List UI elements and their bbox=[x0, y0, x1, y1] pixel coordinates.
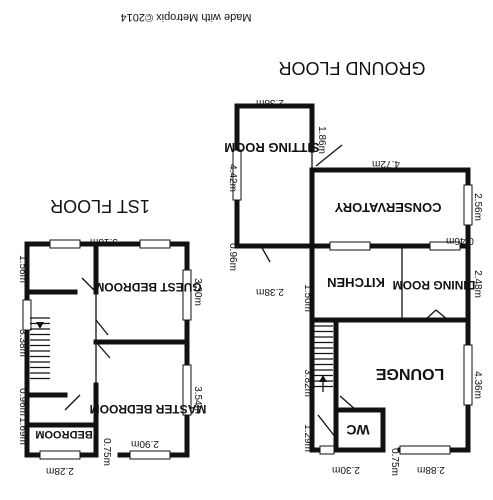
dim-wc-width: 2.30m bbox=[332, 464, 360, 475]
dim-step-right: 0.46m bbox=[446, 235, 474, 246]
wc-door bbox=[339, 395, 357, 411]
dim-conservatory-width: 4.72m bbox=[372, 158, 400, 169]
dim-lounge-width: 2.88m bbox=[417, 464, 445, 475]
master-bottom-window bbox=[129, 450, 171, 460]
dim-top-left: 1.56m bbox=[17, 255, 28, 283]
conservatory-label: CONSERVATORY bbox=[334, 200, 441, 215]
first-stairs bbox=[30, 317, 50, 380]
guest-window bbox=[182, 269, 192, 321]
lounge-label: LOUNGE bbox=[375, 365, 444, 382]
hall-door bbox=[317, 414, 337, 439]
dim-guest-depth: 3.30m bbox=[192, 278, 203, 306]
lounge-wall bbox=[397, 317, 471, 453]
wc-label: WC bbox=[346, 422, 369, 438]
sitting-door bbox=[315, 144, 343, 167]
ground-floor-title: GROUND FLOOR bbox=[278, 58, 425, 78]
dim-landing: 0.96m bbox=[17, 388, 28, 416]
landing-window bbox=[22, 299, 32, 331]
conservatory-window bbox=[463, 184, 473, 226]
dim-dining-depth: 2.48m bbox=[472, 270, 483, 298]
dim-bedroom-depth: 1.69m bbox=[17, 417, 28, 445]
first-floor: 1ST FLOOR GUEST BEDROOM MASTER BEDROOM BEDR… bbox=[17, 196, 206, 476]
kitchen-label: KITCHEN bbox=[327, 275, 385, 290]
dim-step-left: 0.96m bbox=[227, 243, 238, 271]
dim-bedroom-width: 2.28m bbox=[46, 465, 74, 476]
dim-master-width: 2.90m bbox=[131, 438, 159, 449]
dim-sitting-depth: 4.42m bbox=[227, 164, 238, 192]
bedroom-door bbox=[64, 394, 81, 411]
master-door bbox=[95, 341, 111, 359]
dim-kitchen-depth: 1.50m bbox=[302, 284, 313, 312]
dim-hall-depth: 3.82m bbox=[302, 369, 313, 397]
dim-master-offset: 0.75m bbox=[101, 438, 112, 466]
bedroom-label: BEDROOM bbox=[35, 428, 92, 440]
dim-lounge-depth: 4.36m bbox=[472, 371, 483, 399]
stair-arrow-icon bbox=[319, 375, 327, 382]
master-bedroom-label: MASTER BEDROOM bbox=[90, 402, 207, 416]
bedroom-bottom-window bbox=[39, 450, 81, 460]
conservatory-bottom-window bbox=[429, 241, 461, 251]
dim-overall-width: 5.18m bbox=[90, 236, 118, 247]
kitchen-window bbox=[329, 241, 371, 251]
dim-master-depth: 3.54m bbox=[192, 386, 203, 414]
lounge-bottom-window bbox=[399, 445, 451, 455]
dim-sitting-width: 2.38m bbox=[256, 97, 284, 108]
stair-arrow-icon bbox=[36, 322, 44, 329]
kitchen-dining-wall bbox=[309, 243, 471, 323]
dim-stair-depth: 3.38m bbox=[17, 329, 28, 357]
ground-stairs bbox=[314, 325, 333, 392]
conservatory-door bbox=[260, 245, 271, 263]
dining-door-a bbox=[424, 309, 437, 321]
first-window-top-right bbox=[139, 239, 171, 249]
hall-window bbox=[319, 445, 335, 455]
master-window bbox=[182, 364, 192, 416]
dim-conservatory-depth: 2.56m bbox=[472, 193, 483, 221]
credit-text: Made with Metropix ©2014 bbox=[120, 11, 251, 23]
dim-kitchen-width: 2.38m bbox=[256, 286, 284, 297]
first-floor-title: 1ST FLOOR bbox=[50, 196, 150, 216]
dim-sitting-inner: 1.86m bbox=[316, 126, 327, 154]
ground-floor: GROUND FLOOR SITTING ROOM CONSERVATORY KITC… bbox=[224, 58, 483, 476]
dim-lounge-offset: 0.75m bbox=[389, 448, 400, 476]
first-window-top-left bbox=[49, 239, 81, 249]
sitting-room-label: SITTING ROOM bbox=[224, 140, 319, 155]
wc-wall bbox=[333, 407, 386, 453]
guest-door bbox=[81, 277, 97, 293]
landing-door-a bbox=[95, 319, 109, 336]
guest-bedroom-label: GUEST BEDROOM bbox=[94, 280, 201, 294]
dining-room-label: DINING ROOM bbox=[393, 278, 476, 292]
lounge-window bbox=[463, 344, 473, 406]
dim-wc-depth: 1.29m bbox=[302, 424, 313, 452]
sitting-room-window bbox=[232, 149, 242, 201]
dining-door-b bbox=[435, 309, 449, 321]
